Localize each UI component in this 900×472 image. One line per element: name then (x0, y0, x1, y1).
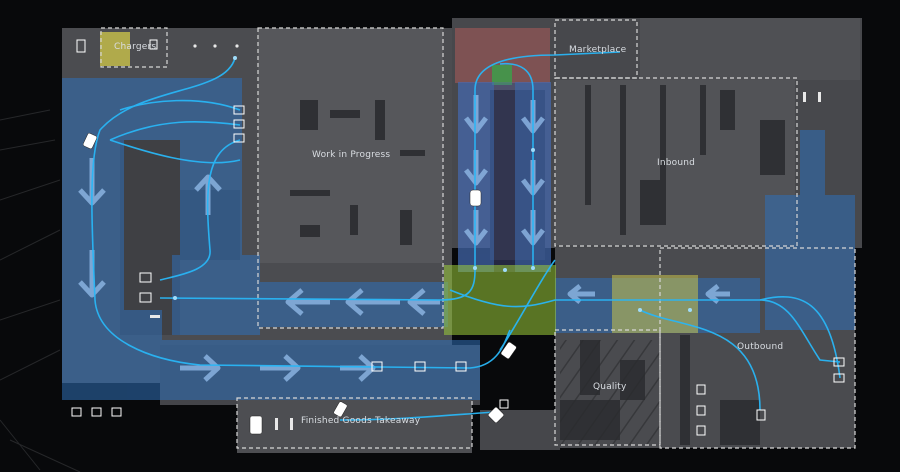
central-zone (444, 265, 556, 335)
zone-label-inbound: Inbound (657, 158, 696, 168)
zone-label-chargers: Chargers (114, 42, 157, 52)
zone-outlines (100, 19, 856, 449)
pick-station (492, 65, 512, 85)
charger-zone (100, 32, 130, 66)
robot-icon[interactable] (82, 132, 518, 435)
zone-label-outbound: Outbound (737, 342, 784, 352)
station-markers (150, 44, 821, 430)
zone-label-quality: Quality (593, 382, 627, 392)
zone-label-marketplace: Marketplace (569, 45, 627, 55)
zone-label-work-in-progress: Work in Progress (312, 150, 391, 160)
robot-routes (91, 51, 841, 421)
scan-noise (0, 109, 81, 472)
zone-label-finished-goods: Finished Goods Takeaway (301, 416, 421, 426)
charger-icon[interactable] (71, 39, 845, 436)
